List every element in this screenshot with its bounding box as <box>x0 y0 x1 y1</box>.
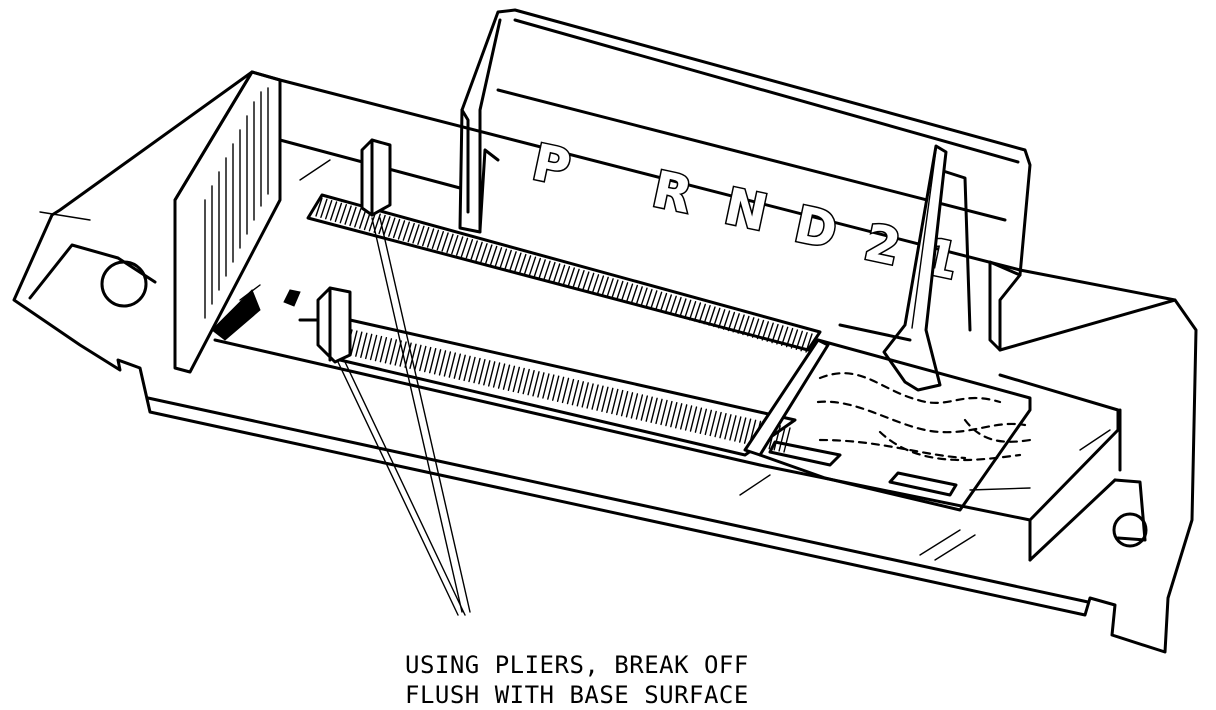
callout-leaders <box>337 217 471 616</box>
gear-letter-d: D <box>790 195 843 260</box>
break-off-tab-lower <box>316 286 352 364</box>
indicator-panel <box>458 8 1032 352</box>
gear-letter-n: N <box>720 177 773 242</box>
callout-line-1: USING PLIERS, BREAK OFF <box>405 651 749 679</box>
mounting-hole-left <box>100 260 148 308</box>
lower-slot-hatching <box>345 329 791 453</box>
right-wall <box>998 298 1177 562</box>
upper-slot-hatching <box>315 197 813 353</box>
left-wall-hatching <box>204 87 269 319</box>
callout-caption: USING PLIERS, BREAK OFF FLUSH WITH BASE … <box>405 651 749 709</box>
gear-letters: P R N D 2 1 <box>526 132 965 293</box>
callout-line-2: FLUSH WITH BASE SURFACE <box>405 681 749 709</box>
floor-notches <box>211 289 301 341</box>
break-off-tab-upper <box>360 138 392 217</box>
gear-letter-p: P <box>528 133 576 197</box>
upper-slot <box>306 193 822 353</box>
mounting-hole-right <box>1112 478 1148 548</box>
gear-letter-r: R <box>648 160 698 225</box>
indicator-pointer <box>882 144 948 392</box>
left-wall <box>173 70 282 374</box>
slider-carriage <box>743 323 1032 512</box>
lower-slot <box>298 318 797 457</box>
gear-letter-2: 2 <box>860 213 906 277</box>
base-plate <box>12 70 1198 654</box>
